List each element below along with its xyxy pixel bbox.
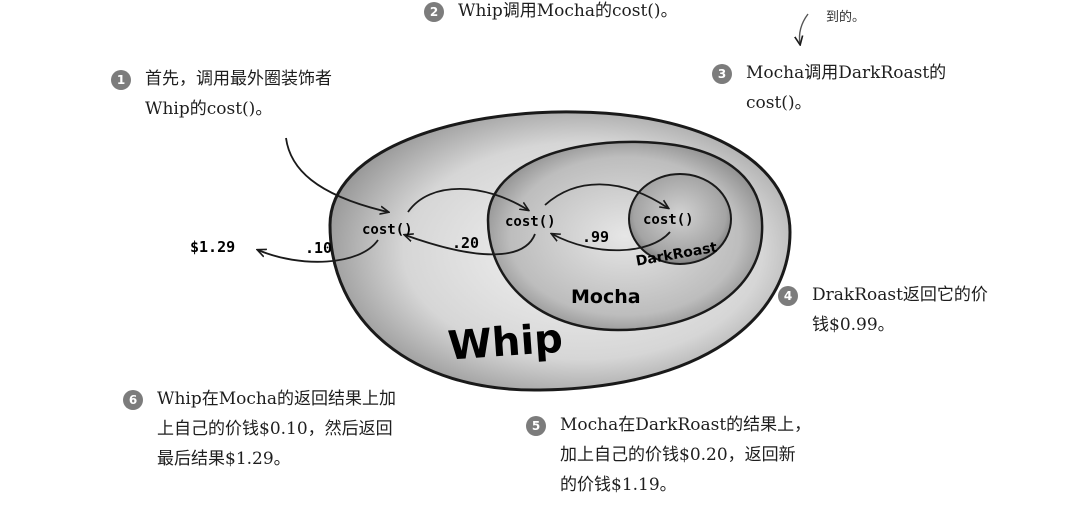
step-text-line: DrakRoast返回它的价 bbox=[812, 285, 988, 305]
step-text-line: 最后结果$1.29。 bbox=[157, 449, 291, 469]
step-badge: 6 bbox=[123, 390, 143, 410]
step-6: 6 Whip在Mocha的返回结果上加 上自己的价钱$0.10，然后返回 最后结… bbox=[123, 384, 396, 474]
arrow-call-darkroast bbox=[544, 183, 668, 208]
arrow-call-mocha bbox=[407, 188, 528, 213]
darkroast-inner-layer bbox=[628, 173, 732, 265]
arrow-return-darkroast bbox=[552, 231, 671, 252]
step-1: 1 首先，调用最外圈装饰者 Whip的cost()。 bbox=[111, 64, 332, 124]
step-text-line: Whip的cost()。 bbox=[145, 99, 273, 119]
step-text-line: Whip调用Mocha的cost()。 bbox=[458, 1, 678, 21]
step-text-line: 加上自己的价钱$0.20，返回新 bbox=[560, 445, 796, 465]
darkroast-price-label: .99 bbox=[582, 228, 609, 246]
step-2: 2 Whip调用Mocha的cost()。 bbox=[424, 0, 678, 26]
whip-layer-label: Whip bbox=[446, 316, 564, 370]
whip-price-label: .10 bbox=[305, 239, 332, 257]
step-text-line: Mocha调用DarkRoast的 bbox=[746, 63, 947, 83]
step-badge: 1 bbox=[111, 70, 131, 90]
darkroast-cost-label: cost() bbox=[643, 212, 694, 228]
step-text-line: 的价钱$1.19。 bbox=[560, 475, 677, 495]
step-text-line: Mocha在DarkRoast的结果上， bbox=[560, 415, 812, 435]
step-badge: 2 bbox=[424, 2, 444, 22]
step-4: 4 DrakRoast返回它的价 钱$0.99。 bbox=[778, 280, 988, 340]
step-5: 5 Mocha在DarkRoast的结果上， 加上自己的价钱$0.20，返回新 … bbox=[526, 410, 812, 500]
arrow-note bbox=[799, 13, 809, 44]
arrow-return-whip bbox=[258, 239, 379, 263]
step-badge: 4 bbox=[778, 286, 798, 306]
step-3: 3 Mocha调用DarkRoast的 cost()。 bbox=[712, 58, 947, 118]
result-label: $1.29 bbox=[190, 238, 235, 256]
step-text-line: cost()。 bbox=[746, 93, 812, 113]
step-text-line: Whip在Mocha的返回结果上加 bbox=[157, 389, 396, 409]
step-badge: 3 bbox=[712, 64, 732, 84]
step-badge: 5 bbox=[526, 416, 546, 436]
step-text-line: 首先，调用最外圈装饰者 bbox=[145, 69, 332, 89]
mocha-cost-label: cost() bbox=[505, 214, 556, 230]
step-text-line: 钱$0.99。 bbox=[812, 315, 895, 335]
step-text-line: 上自己的价钱$0.10，然后返回 bbox=[157, 419, 393, 439]
arrow-call-whip bbox=[285, 137, 388, 212]
whip-cost-label: cost() bbox=[362, 222, 413, 238]
mocha-layer-label: Mocha bbox=[571, 286, 641, 308]
mocha-price-label: .20 bbox=[452, 234, 479, 252]
top-note: 到的。 bbox=[826, 10, 866, 25]
arrow-return-mocha bbox=[405, 234, 536, 256]
